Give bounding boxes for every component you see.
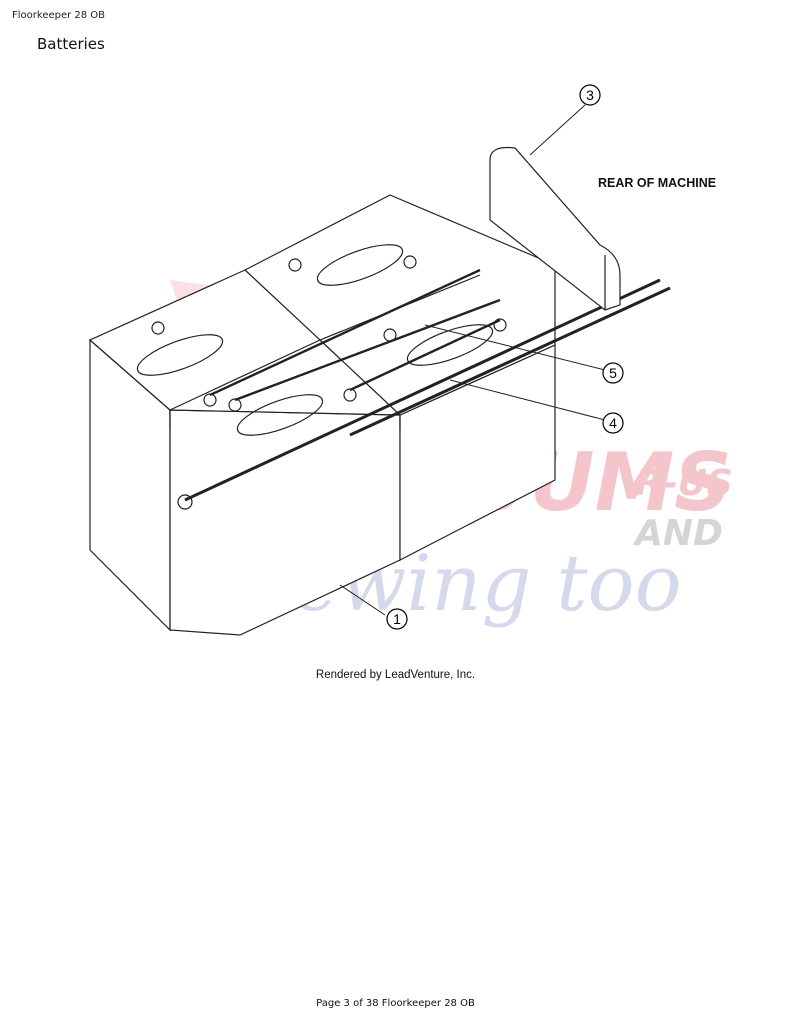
- callout-3: 3: [579, 84, 601, 106]
- battery-terminal: [493, 318, 507, 332]
- render-credit: Rendered by LeadVenture, Inc.: [315, 669, 476, 681]
- document-title: Floorkeeper 28 OB: [12, 10, 106, 21]
- page-footer: Page 3 of 38 Floorkeeper 28 OB: [316, 998, 475, 1009]
- leader-line-4: [449, 379, 606, 421]
- battery-terminal: [151, 321, 165, 335]
- leader-line-3: [529, 104, 586, 156]
- battery-terminal: [288, 258, 302, 272]
- leader-line-5: [424, 324, 606, 371]
- callout-1-label: 1: [393, 611, 401, 627]
- section-title: Batteries: [37, 35, 105, 53]
- cable-lug: [177, 494, 193, 510]
- vent-cap: [236, 394, 324, 436]
- battery-pack-top: [88, 194, 556, 416]
- battery-cable: [209, 268, 481, 397]
- vent-cap: [316, 244, 404, 286]
- main-cable: [349, 286, 671, 437]
- battery-diagram-svg: VACUUMS R-US AND Sewing too: [88, 84, 733, 636]
- rear-of-machine-block: [489, 146, 621, 311]
- watermark-and-text: AND: [632, 513, 723, 554]
- battery-cable: [349, 318, 501, 392]
- battery-divider: [169, 339, 321, 411]
- battery-drawing: [88, 104, 671, 636]
- vent-cap: [136, 334, 224, 376]
- battery-diagram: VACUUMS R-US AND Sewing too: [60, 70, 760, 670]
- rear-of-machine-label: REAR OF MACHINE: [598, 176, 716, 190]
- callout-4-label: 4: [609, 415, 617, 431]
- callout-3-label: 3: [586, 87, 594, 103]
- watermark-ribbon-text: R-US: [635, 463, 733, 504]
- battery-cable: [234, 298, 501, 402]
- vent-cap: [406, 324, 494, 366]
- battery-divider: [244, 269, 321, 341]
- callout-4: 4: [602, 412, 624, 434]
- leader-line-1: [339, 584, 386, 616]
- callout-5-label: 5: [609, 365, 617, 381]
- battery-terminal: [403, 255, 417, 269]
- battery-divider: [319, 339, 401, 416]
- main-cable: [184, 278, 661, 502]
- callout-5: 5: [602, 362, 624, 384]
- callout-1: 1: [386, 608, 408, 630]
